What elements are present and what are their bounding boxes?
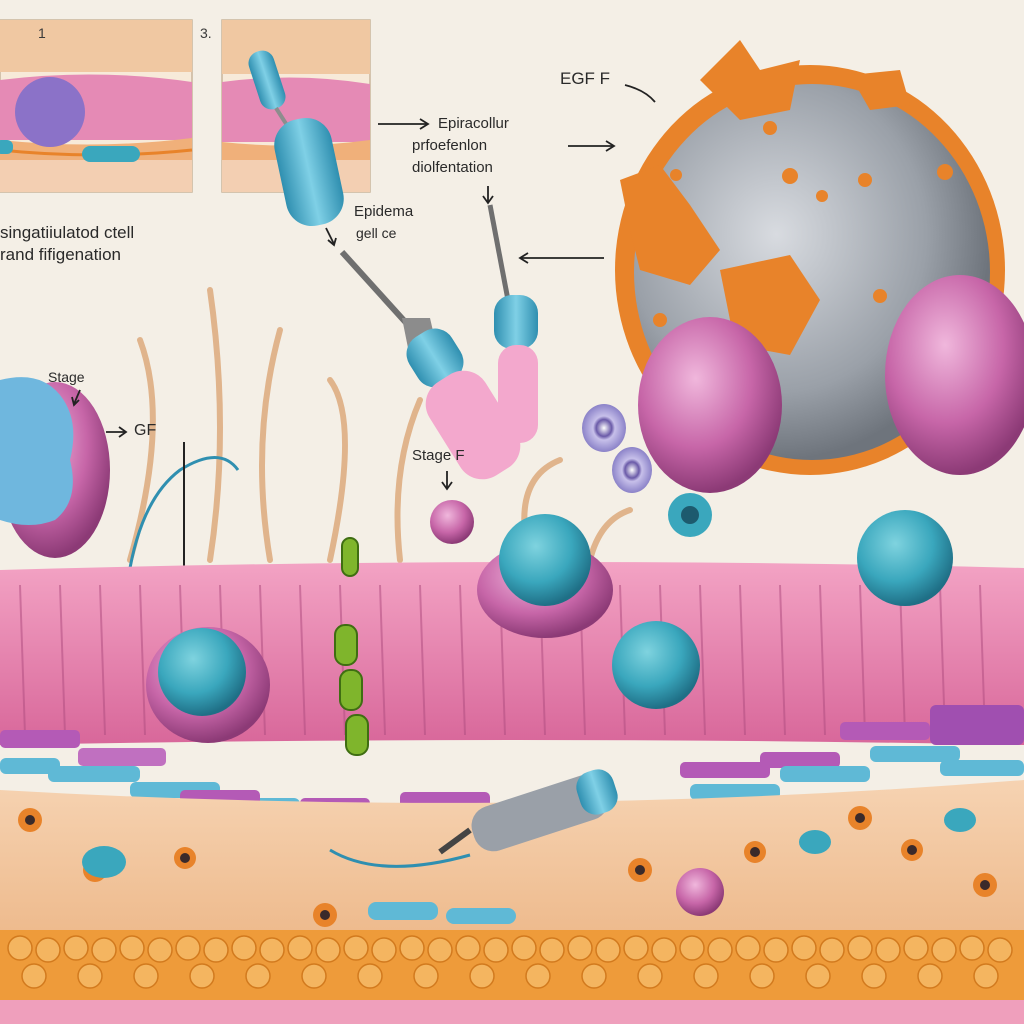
pink-ovoid-cell bbox=[885, 275, 1024, 475]
dendritic-cell bbox=[668, 493, 712, 537]
blue-spheres bbox=[146, 510, 953, 743]
bottom-pink-layer bbox=[0, 1000, 1024, 1024]
fat-globules bbox=[7, 935, 1013, 989]
epiracellular-label-line1: Epiracollur bbox=[438, 115, 509, 132]
fiber-strands bbox=[127, 287, 633, 563]
inset-panel-1 bbox=[0, 19, 193, 193]
left-caption-line1: singatiiulatod ctell bbox=[0, 223, 135, 242]
inset-violet-cell bbox=[15, 77, 85, 147]
epidema-label-line2: gell ce bbox=[356, 225, 397, 241]
inset-2-number: 3. bbox=[200, 25, 212, 41]
epidema-label-line1: Epidema bbox=[354, 203, 414, 220]
epiracellular-label-line2: prfoefenlon bbox=[412, 137, 488, 154]
annotation-arrows bbox=[71, 84, 656, 491]
egf-label: EGF F bbox=[560, 69, 611, 88]
epiracellular-label-line3: diolfentation bbox=[412, 159, 493, 176]
dermis-cells bbox=[18, 806, 997, 927]
microinjection-device bbox=[329, 769, 618, 924]
pipettes bbox=[339, 204, 538, 480]
gf-label: GF bbox=[134, 422, 157, 439]
inset-1-number: 1 bbox=[38, 25, 46, 41]
stage-f-cell bbox=[430, 500, 474, 544]
violet-cell bbox=[582, 404, 626, 452]
signal-thread bbox=[126, 456, 240, 581]
stage-f-label: Stage F bbox=[412, 447, 465, 464]
violet-cell bbox=[612, 447, 652, 493]
pink-ovoid-cell bbox=[638, 317, 782, 493]
progenitor-tube bbox=[274, 117, 344, 227]
stage-aggregate-cell bbox=[0, 377, 110, 558]
dermis-layer bbox=[0, 780, 1024, 930]
left-caption-line2: rand fifigenation bbox=[0, 245, 121, 264]
stage-label: Stage bbox=[48, 369, 85, 385]
